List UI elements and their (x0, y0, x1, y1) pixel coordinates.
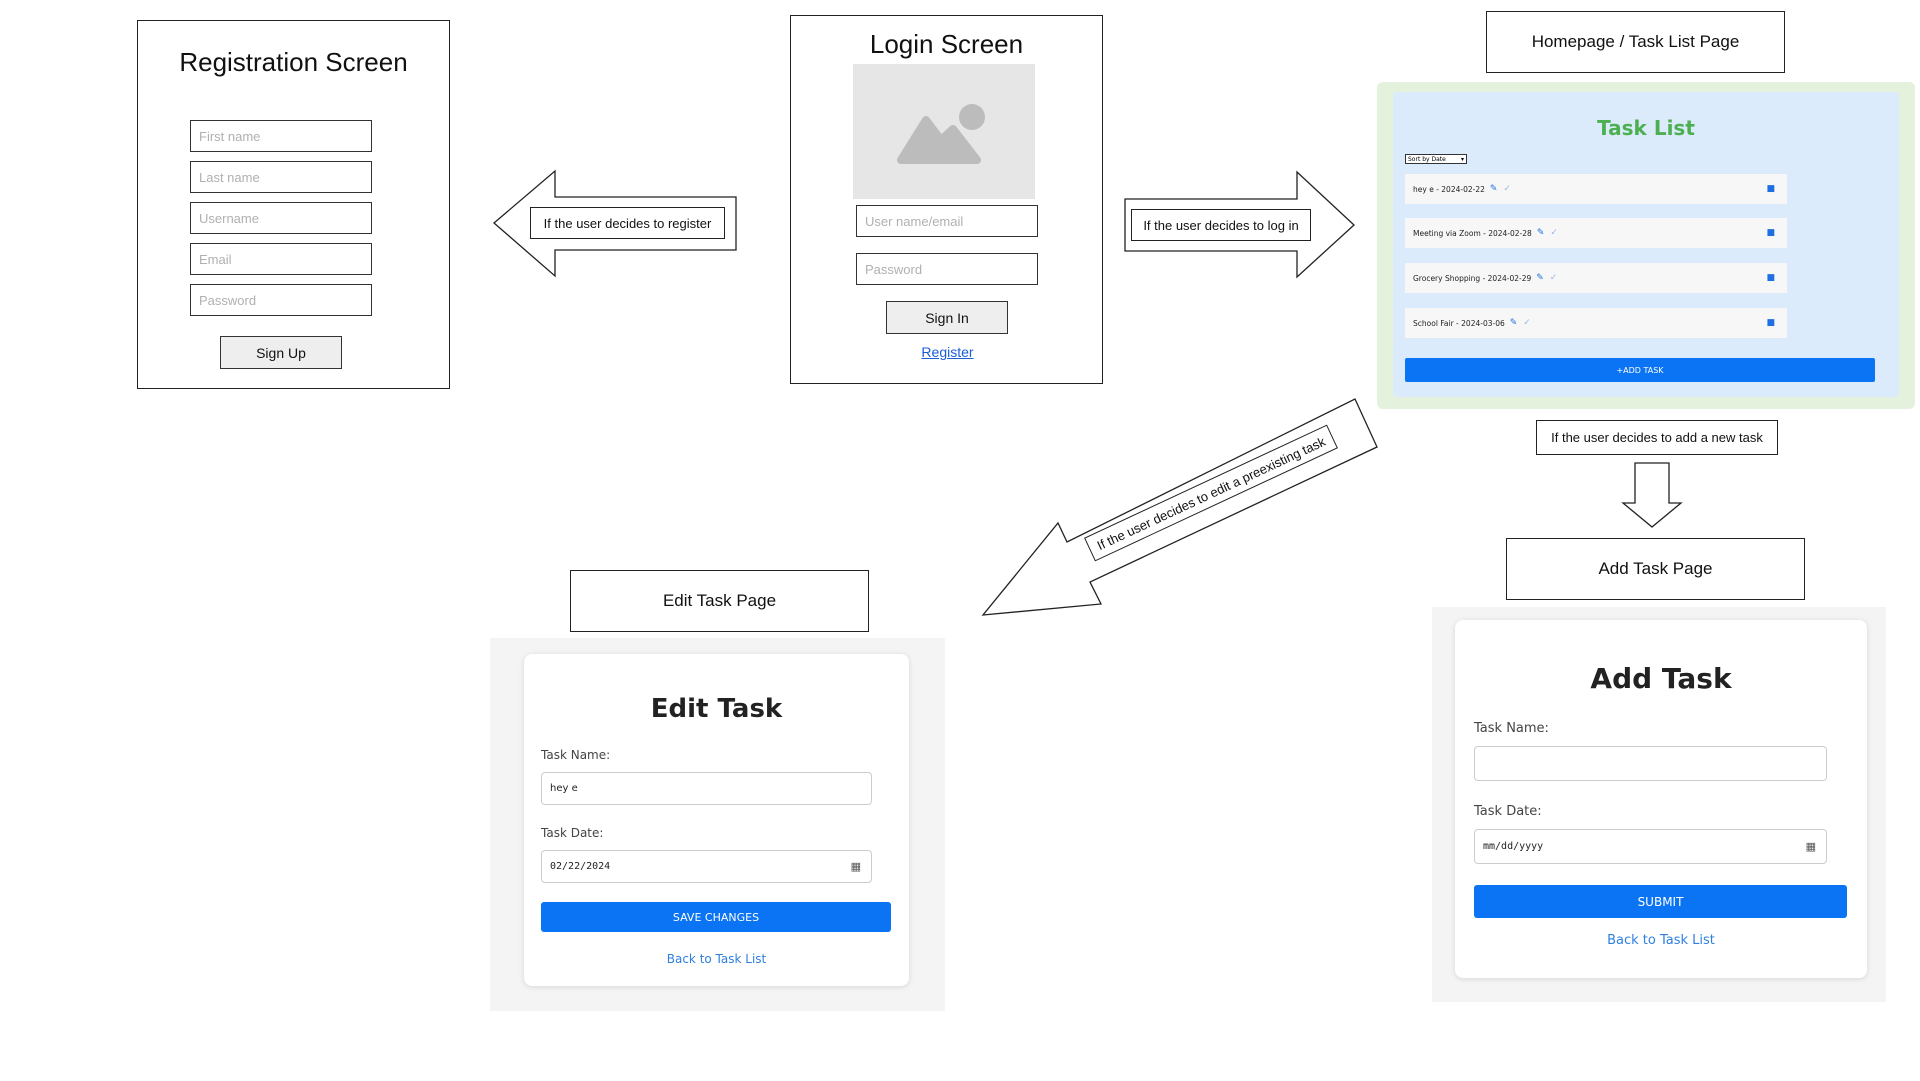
list-item: Meeting via Zoom - 2024-02-28 ✎ ✓ ■ (1405, 218, 1787, 248)
trash-icon[interactable]: ■ (1766, 273, 1775, 283)
sort-select-label: Sort by Date (1408, 156, 1446, 163)
task-list-title: Task List (1597, 116, 1695, 140)
task-date-placeholder: mm/dd/yyyy (1483, 841, 1544, 852)
username-field[interactable]: Username (190, 202, 372, 234)
task-date-value: 02/22/2024 (550, 861, 611, 872)
trash-icon[interactable]: ■ (1766, 184, 1775, 194)
check-icon[interactable]: ✓ (1550, 228, 1558, 238)
list-item: School Fair - 2024-03-06 ✎ ✓ ■ (1405, 308, 1787, 338)
task-date-label: Task Date: (1474, 804, 1542, 819)
edit-icon[interactable]: ✎ (1509, 318, 1518, 328)
password-field[interactable]: Password (856, 253, 1038, 285)
task-name-input[interactable]: hey e (541, 772, 872, 805)
edit-task-card: Edit Task Task Name: hey e Task Date: 02… (524, 654, 909, 986)
login-arrow-label: If the user decides to log in (1131, 209, 1311, 241)
arrow-to-add-task (1621, 462, 1683, 528)
homepage-label: Homepage / Task List Page (1486, 11, 1785, 73)
chevron-down-icon: ▾ (1460, 156, 1464, 163)
add-task-card: Add Task Task Name: Task Date: mm/dd/yyy… (1455, 620, 1867, 978)
username-email-field[interactable]: User name/email (856, 205, 1038, 237)
edit-task-heading: Edit Task (650, 694, 783, 724)
add-task-page-label: Add Task Page (1506, 538, 1805, 600)
calendar-icon[interactable]: ▦ (1805, 840, 1816, 853)
sign-up-button[interactable]: Sign Up (220, 336, 342, 369)
task-date-input[interactable]: 02/22/2024 ▦ (541, 850, 872, 883)
password-field[interactable]: Password (190, 284, 372, 316)
first-name-field[interactable]: First name (190, 120, 372, 152)
task-date-label: Task Date: (541, 826, 604, 840)
image-placeholder (853, 64, 1035, 199)
check-icon[interactable]: ✓ (1549, 273, 1558, 283)
back-to-task-list-link[interactable]: Back to Task List (1607, 933, 1715, 948)
sign-in-button[interactable]: Sign In (886, 301, 1008, 334)
task-text: School Fair - 2024-03-06 (1413, 318, 1505, 328)
task-list-panel: Task List Sort by Date ▾ hey e - 2024-02-… (1393, 92, 1899, 397)
login-screen: Login Screen User name/email Password Si… (790, 15, 1103, 384)
add-task-button[interactable]: +ADD TASK (1405, 358, 1875, 382)
check-icon[interactable]: ✓ (1523, 318, 1531, 328)
trash-icon[interactable]: ■ (1766, 228, 1775, 238)
edit-task-page-label: Edit Task Page (570, 570, 869, 632)
registration-screen: Registration Screen First name Last name… (137, 20, 450, 389)
register-link[interactable]: Register (921, 344, 974, 360)
list-item: Grocery Shopping - 2024-02-29 ✎ ✓ ■ (1405, 263, 1787, 293)
register-arrow-label: If the user decides to register (530, 207, 725, 239)
task-name-label: Task Name: (1474, 721, 1549, 736)
task-text: hey e - 2024-02-22 (1413, 184, 1485, 194)
sort-select[interactable]: Sort by Date ▾ (1405, 154, 1467, 164)
task-text: Grocery Shopping - 2024-02-29 (1413, 273, 1532, 283)
submit-button[interactable]: SUBMIT (1474, 885, 1847, 918)
task-name-input[interactable] (1474, 746, 1827, 781)
edit-icon[interactable]: ✎ (1536, 273, 1544, 283)
task-list-screenshot: Task List Sort by Date ▾ hey e - 2024-02-… (1377, 82, 1915, 409)
task-list-items: hey e - 2024-02-22 ✎ ✓ ■ Meeting via Zoo… (1393, 92, 1899, 397)
last-name-field[interactable]: Last name (190, 161, 372, 193)
task-text: Meeting via Zoom - 2024-02-28 (1413, 228, 1532, 238)
add-task-heading: Add Task (1590, 662, 1732, 695)
edit-icon[interactable]: ✎ (1536, 228, 1545, 238)
image-placeholder-icon (897, 104, 985, 164)
email-field[interactable]: Email (190, 243, 372, 275)
task-name-label: Task Name: (541, 748, 611, 762)
edit-icon[interactable]: ✎ (1489, 184, 1498, 194)
back-to-task-list-link[interactable]: Back to Task List (666, 952, 767, 966)
add-task-screenshot: Add Task Task Name: Task Date: mm/dd/yyy… (1432, 607, 1886, 1002)
calendar-icon[interactable]: ▦ (850, 860, 861, 873)
task-date-input[interactable]: mm/dd/yyyy ▦ (1474, 829, 1827, 864)
trash-icon[interactable]: ■ (1766, 318, 1775, 328)
save-changes-button[interactable]: SAVE CHANGES (541, 902, 891, 932)
edit-task-screenshot: Edit Task Task Name: hey e Task Date: 02… (490, 638, 945, 1011)
login-title: Login Screen (869, 29, 1024, 59)
add-task-arrow-label: If the user decides to add a new task (1536, 420, 1778, 455)
list-item: hey e - 2024-02-22 ✎ ✓ ■ (1405, 174, 1787, 204)
check-icon[interactable]: ✓ (1503, 184, 1511, 194)
registration-title: Registration Screen (179, 47, 408, 77)
